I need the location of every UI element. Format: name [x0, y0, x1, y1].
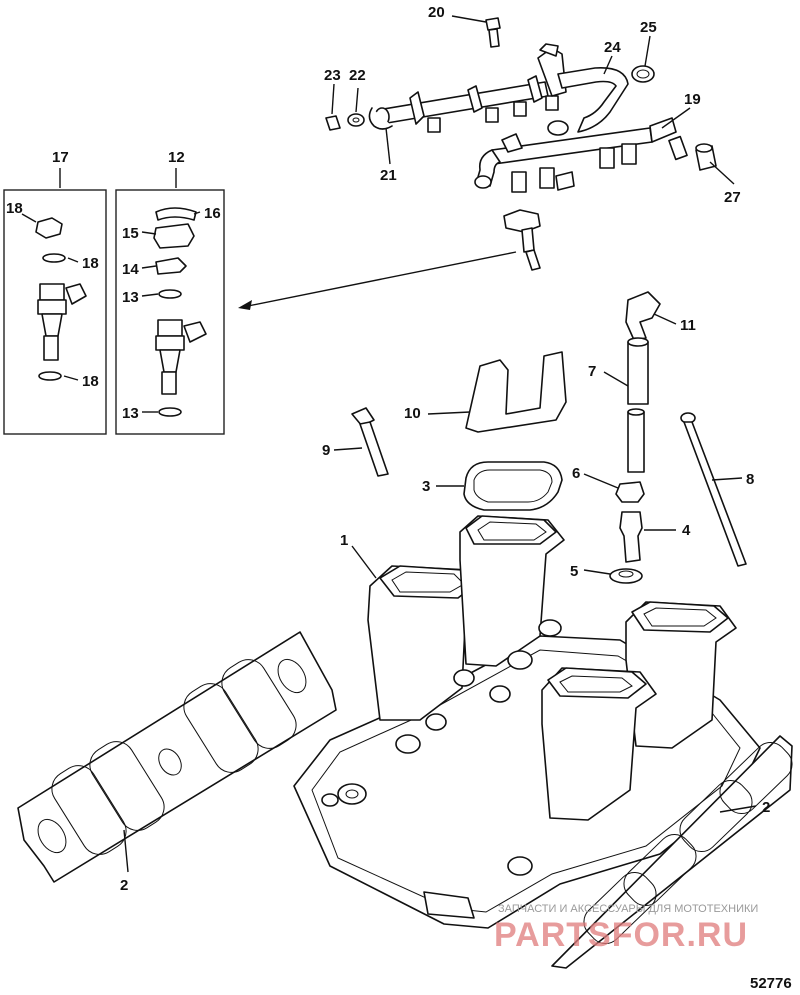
callout-1: 1	[340, 532, 348, 549]
callout-11: 11	[680, 317, 696, 334]
callout-12: 12	[168, 149, 185, 166]
callout-26: 25	[640, 19, 657, 36]
callout-2-left: 2	[120, 877, 128, 894]
gasket-left	[17, 631, 337, 883]
callout-9: 9	[322, 442, 330, 459]
callout-2-right: 2	[762, 799, 770, 816]
callout-7: 7	[588, 363, 596, 380]
callout-8: 8	[746, 471, 754, 488]
callout-5: 5	[570, 563, 578, 580]
watermark-brand: PARTSFOR.RU	[494, 916, 748, 954]
detail-box-17	[3, 168, 107, 435]
watermark: ЗАПЧАСТИ И АКСЕССУАРЫ ДЛЯ МОТОТЕХНИКИ PA…	[494, 903, 758, 954]
callout-4: 4	[682, 522, 691, 539]
gasket-right	[551, 735, 793, 969]
leader-lines-top	[238, 15, 735, 310]
callout-18-a: 18	[82, 255, 99, 272]
document-number: 52776	[750, 975, 792, 992]
watermark-caption: ЗАПЧАСТИ И АКСЕССУАРЫ ДЛЯ МОТОТЕХНИКИ	[498, 903, 758, 915]
fuel-rail-assembly	[325, 17, 717, 271]
callout-10: 10	[404, 405, 421, 422]
callout-24: 20	[428, 4, 445, 21]
callout-23: 23	[324, 67, 341, 84]
callout-25: 24	[604, 39, 621, 56]
callout-18-b: 18	[82, 373, 99, 390]
intake-manifold	[293, 515, 761, 929]
callout-20: 19	[684, 91, 701, 108]
callout-15: 15	[122, 225, 139, 242]
callout-27: 27	[724, 189, 741, 206]
middle-parts	[333, 291, 747, 584]
detail-box-12	[115, 168, 225, 435]
callout-3: 3	[422, 478, 430, 495]
callout-6: 6	[572, 465, 580, 482]
callout-19: 18	[6, 200, 23, 217]
callout-21: 21	[380, 167, 397, 184]
callout-14: 14	[122, 261, 139, 278]
callout-17: 17	[52, 149, 69, 166]
callout-13-a: 13	[122, 289, 139, 306]
callout-16: 16	[204, 205, 221, 222]
callout-22: 22	[349, 67, 366, 84]
callout-labels: 20 25 24 23 22 19 21 27 17 12 18 18 18 1…	[6, 4, 770, 894]
callout-13-b: 13	[122, 405, 139, 422]
